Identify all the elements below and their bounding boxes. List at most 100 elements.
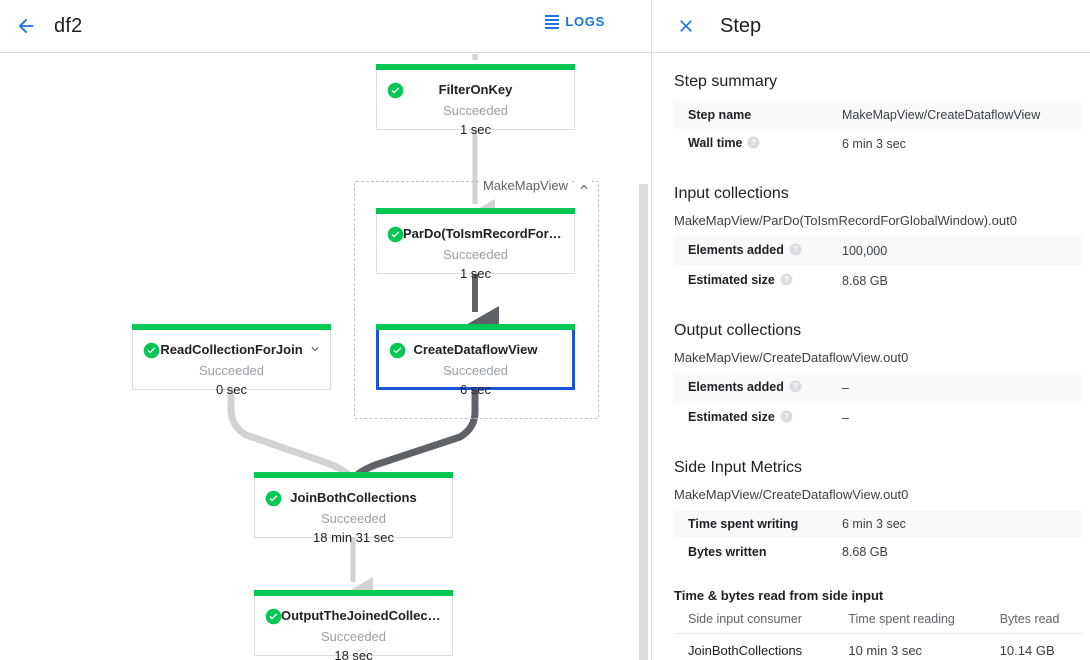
node-duration: 0 sec [215,382,248,397]
row-value: MakeMapView/CreateDataflowView [842,108,1041,122]
side-input-consumer-table: Side input consumer Time spent reading B… [674,607,1082,660]
node-status: Succeeded [442,247,509,262]
node-status: Succeeded [320,629,387,644]
row-label: Bytes written [688,545,767,559]
node-status-bar [376,64,575,70]
graph-vertical-scrollbar[interactable] [639,184,648,660]
panel-header: Step [652,0,1090,53]
row-value: – [842,411,849,425]
graph-pane: df2 LOGS [0,0,652,660]
graph-node-joinbothcollections[interactable]: JoinBothCollections Succeeded 18 min 31 … [254,472,453,545]
row-value: 6 min 3 sec [842,137,906,151]
row-label: Step name [688,108,752,122]
step-details-panel: Step Step summary Step name MakeMapView/… [652,0,1090,660]
logs-button[interactable]: LOGS [545,14,605,29]
input-collections-table: Elements added? 100,000 Estimated size? … [674,236,1082,296]
section-title-step-summary: Step summary [674,73,778,90]
column-header-time-spent-reading: Time spent reading [834,607,986,634]
row-value: 8.68 GB [842,545,888,559]
check-circle-icon [387,82,404,99]
chevron-down-icon[interactable] [308,342,322,361]
cell-time-spent-reading: 10 min 3 sec [834,633,986,660]
node-status-bar [132,324,331,330]
chevron-up-icon[interactable] [576,180,592,199]
graph-header: df2 LOGS [0,0,651,53]
node-title: ParDo(ToIsmRecordFor… [403,226,562,241]
step-summary-table: Step name MakeMapView/CreateDataflowView… [674,101,1082,159]
table-row: Time spent writing 6 min 3 sec [674,510,1082,538]
graph-node-readcollectionforjoin[interactable]: ReadCollectionForJoin Succeeded 0 sec [132,324,331,397]
node-status-bar [254,590,453,596]
row-label: Elements added [688,243,784,257]
node-title: JoinBothCollections [290,490,417,505]
row-value: 100,000 [842,244,888,258]
table-header-row: Side input consumer Time spent reading B… [674,607,1082,634]
logs-button-label: LOGS [565,14,605,29]
close-icon[interactable] [666,6,706,46]
help-icon[interactable]: ? [780,273,793,290]
node-status: Succeeded [442,103,509,118]
row-value: – [842,381,849,395]
node-status-bar [376,208,575,214]
row-label: Estimated size [688,273,775,287]
back-arrow-icon[interactable] [6,6,46,46]
help-icon[interactable]: ? [789,380,802,397]
graph-node-outputthejoinedcollection[interactable]: OutputTheJoinedCollec… Succeeded 18 sec [254,590,453,660]
output-collections-table: Elements added? – Estimated size? – [674,373,1082,433]
node-title: ReadCollectionForJoin [160,342,303,357]
table-row: Wall time? 6 min 3 sec [674,129,1082,159]
node-status: Succeeded [320,511,387,526]
side-input-metrics-table: Time spent writing 6 min 3 sec Bytes wri… [674,510,1082,566]
node-duration: 18 sec [334,648,373,660]
node-title: FilterOnKey [438,82,513,97]
row-label: Time spent writing [688,517,799,531]
input-collection-name: MakeMapView/ParDo(ToIsmRecordForGlobalWi… [674,213,1017,228]
subsection-title-time-bytes-read: Time & bytes read from side input [674,588,884,603]
help-icon[interactable]: ? [747,136,760,153]
node-duration: 1 sec [459,122,492,137]
column-header-side-input-consumer: Side input consumer [674,607,835,634]
node-status-bar [376,324,575,330]
check-circle-icon [389,342,406,359]
node-title: OutputTheJoinedCollec… [281,608,441,623]
table-row: Estimated size? 8.68 GB [674,266,1082,296]
svg-text:?: ? [793,382,798,391]
group-label: MakeMapView [478,178,572,193]
node-title: CreateDataflowView [413,342,538,357]
check-circle-icon [387,226,404,243]
node-duration: 6 sec [459,382,492,397]
output-collection-name: MakeMapView/CreateDataflowView.out0 [674,350,909,365]
svg-text:?: ? [784,412,789,421]
node-status: Succeeded [198,363,265,378]
check-circle-icon [265,608,282,625]
svg-text:?: ? [793,245,798,254]
node-duration: 1 sec [459,266,492,281]
cell-bytes-read: 10.14 GB [985,633,1082,660]
help-icon[interactable]: ? [789,243,802,260]
graph-node-createdataflowview[interactable]: CreateDataflowView Succeeded 6 sec [376,324,575,397]
table-row: Bytes written 8.68 GB [674,538,1082,566]
table-row: Estimated size? – [674,403,1082,433]
node-status: Succeeded [442,363,509,378]
panel-title: Step [720,14,762,37]
table-row: Step name MakeMapView/CreateDataflowView [674,101,1082,129]
table-row: Elements added? – [674,373,1082,403]
side-input-collection-name: MakeMapView/CreateDataflowView.out0 [674,487,909,502]
pipeline-graph-canvas[interactable]: MakeMapView FilterOnKey Succeeded 1 sec [0,54,651,660]
graph-node-pardo[interactable]: ParDo(ToIsmRecordFor… Succeeded 1 sec [376,208,575,281]
node-duration: 18 min 31 sec [313,530,394,545]
graph-node-filteronkey[interactable]: FilterOnKey Succeeded 1 sec [376,64,575,137]
row-value: 8.68 GB [842,274,888,288]
table-row: JoinBothCollections 10 min 3 sec 10.14 G… [674,633,1082,660]
page-title: df2 [54,14,83,37]
panel-body: Step summary Step name MakeMapView/Creat… [652,53,1090,660]
row-label: Estimated size [688,410,775,424]
help-icon[interactable]: ? [780,410,793,427]
group-makemapview[interactable]: MakeMapView [354,178,599,419]
row-value: 6 min 3 sec [842,517,906,531]
section-title-output-collections: Output collections [674,322,802,339]
row-label: Wall time [688,136,743,150]
check-circle-icon [143,342,160,359]
table-row: Elements added? 100,000 [674,236,1082,266]
hamburger-icon [545,14,560,29]
